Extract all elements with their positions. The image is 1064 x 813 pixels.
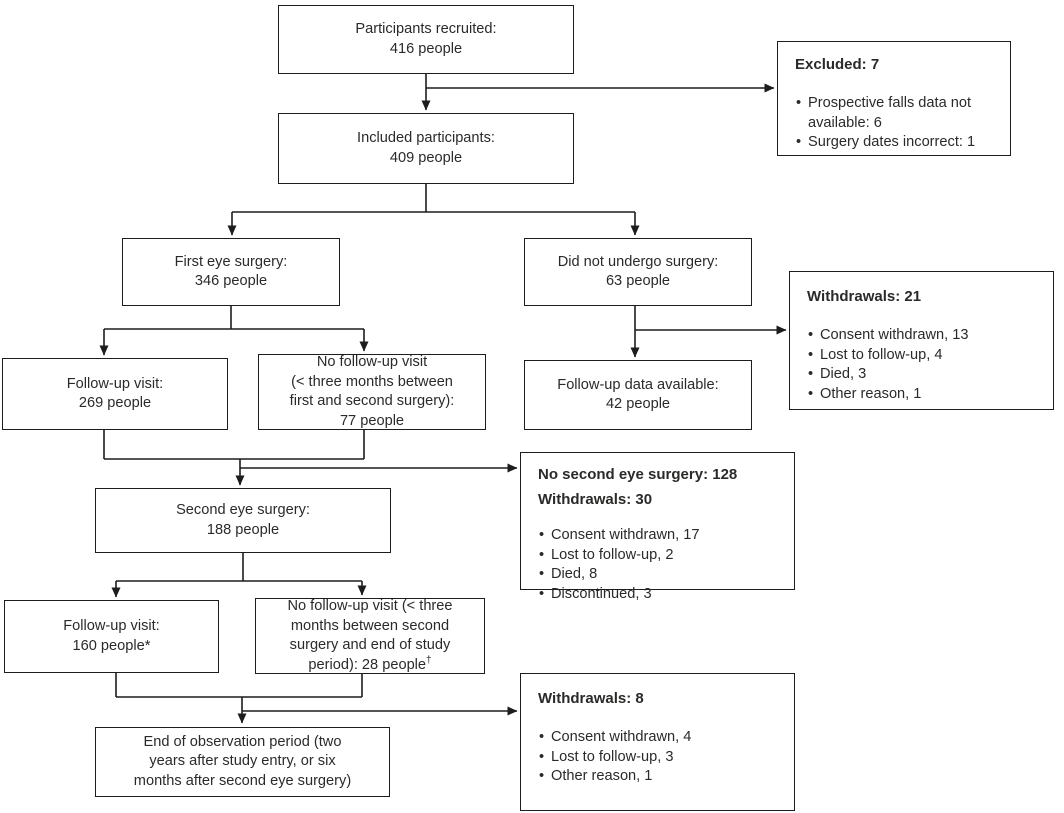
node-subtitle: Withdrawals: 30 [538,491,653,508]
bullet-item: Consent withdrawn, 17 [538,526,784,546]
node-text-line: No follow-up visit (< three [287,598,453,614]
bullet-item: Surgery dates incorrect: 1 [795,133,1000,153]
node-text-line: months between second [290,617,450,634]
node-title: Withdrawals: 21 [807,288,922,305]
bullet-item: Consent withdrawn, 4 [538,728,784,748]
bullet-item: Other reason, 1 [538,767,784,787]
node-second-eye-surgery: Second eye surgery: 188 people [95,488,391,553]
connector-included-split [232,184,635,213]
bullet-list: Consent withdrawn, 13 Lost to follow-up,… [807,326,1043,404]
bullet-list: Prospective falls data not available: 6 … [795,94,1000,153]
node-withdrawals-21: Withdrawals: 21 Consent withdrawn, 13 Lo… [789,271,1054,410]
node-text-line: 269 people [78,395,152,411]
node-text-line: First eye surgery: [174,253,288,270]
node-first-eye-surgery: First eye surgery: 346 people [122,238,340,306]
connector-merge-first [103,430,365,460]
bullet-item: Other reason, 1 [807,385,1043,405]
node-text-line: Follow-up visit: [63,618,160,634]
node-excluded: Excluded: 7 Prospective falls data not a… [777,41,1011,156]
node-followup-visit-160: Follow-up visit: 160 people* [4,600,219,673]
node-followup-visit-269: Follow-up visit: 269 people [2,358,228,430]
node-text-line: years after study entry, or six [149,753,336,770]
bullet-list: Consent withdrawn, 4 Lost to follow-up, … [538,728,784,787]
node-text-line: 63 people [605,273,671,289]
bullet-item: Died, 8 [538,565,784,585]
node-text-line: Second eye surgery: [176,502,310,518]
node-text-line: End of observation period (two [143,733,342,750]
node-text-line: first and second surgery): [289,393,455,409]
bullet-item: Lost to follow-up, 3 [538,748,784,768]
node-end-of-observation: End of observation period (two years aft… [95,727,390,797]
bullet-item: Died, 3 [807,365,1043,385]
node-text-line: 416 people [389,40,463,57]
bullet-item: Lost to follow-up, 2 [538,546,784,566]
node-text-line: 409 people [389,149,463,166]
node-text-line: 188 people [206,521,280,538]
node-text-line: (< three months between [291,373,453,390]
node-text-line: Included participants: [357,130,495,146]
node-text: period): 28 people [308,656,427,673]
connector-first-eye-split [104,306,364,330]
node-included-participants: Included participants: 409 people [278,113,574,184]
bullet-item: Discontinued, 3 [538,585,784,605]
node-followup-data-available: Follow-up data available: 42 people [524,360,752,430]
node-no-second-eye-surgery: No second eye surgery: 128 Withdrawals: … [520,452,795,604]
node-text-line: Participants recruited: [355,21,497,37]
node-text-line: Did not undergo surgery: [557,253,719,270]
node-title: No second eye surgery: 128 [538,466,738,483]
connector-second-eye-split [116,553,362,582]
node-participants-recruited: Participants recruited: 416 people [278,5,574,74]
bullet-list: Consent withdrawn, 17 Lost to follow-up,… [538,526,784,604]
node-text-line: months after second eye surgery) [133,772,352,789]
node-text-line: 77 people [339,412,405,429]
node-text-line: 42 people [605,396,671,412]
node-title: Excluded: 7 [795,56,880,73]
bullet-item: Consent withdrawn, 13 [807,326,1043,346]
node-text-line: 346 people [194,273,268,289]
node-title: Withdrawals: 8 [538,690,644,707]
node-no-followup-visit-28: No follow-up visit (< three months betwe… [255,598,485,674]
node-text-line: Follow-up visit: [66,375,164,392]
node-withdrawals-8: Withdrawals: 8 Consent withdrawn, 4 Lost… [520,673,795,811]
node-did-not-undergo-surgery: Did not undergo surgery: 63 people [524,238,752,306]
node-no-followup-visit-77: No follow-up visit (< three months betwe… [258,354,486,430]
node-text-line: No follow-up visit [316,354,428,370]
node-text-line: 160 people* [72,637,151,654]
dagger-footnote-marker: † [426,654,432,666]
node-text-line: Follow-up data available: [557,376,719,393]
bullet-item: Lost to follow-up, 4 [807,346,1043,366]
node-text-line: surgery and end of study [289,637,451,653]
bullet-item: Prospective falls data not available: 6 [795,94,1000,133]
node-text-line: period): 28 people† [308,654,432,676]
connector-merge-second [115,673,363,698]
